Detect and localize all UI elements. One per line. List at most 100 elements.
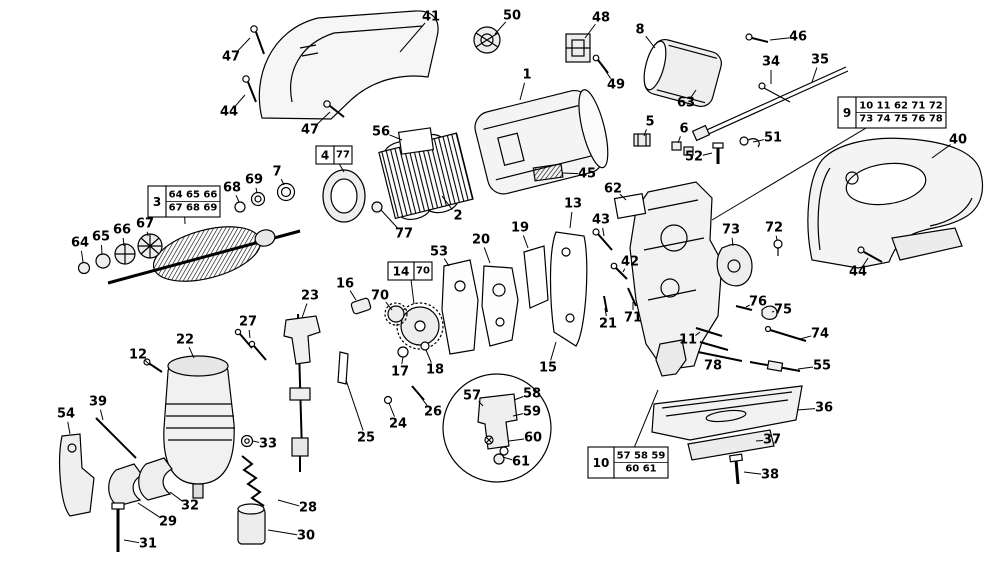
leader-line-29 (137, 502, 161, 519)
leader-line-1 (519, 82, 526, 101)
leader-line-68 (235, 194, 240, 203)
leader-line-56 (389, 134, 403, 141)
leader-line-63 (691, 89, 697, 97)
leader-line-12 (144, 359, 151, 366)
part-label-11: 11 (679, 333, 697, 348)
part-label-70: 70 (371, 289, 389, 304)
leader-line-61 (502, 456, 513, 461)
part-label-37: 37 (763, 433, 781, 448)
part-label-5: 5 (645, 115, 654, 130)
part-label-38: 38 (761, 468, 779, 483)
part-label-17: 17 (391, 365, 409, 380)
part-label-15: 15 (539, 361, 557, 376)
leader-line-27 (248, 329, 251, 339)
part-label-30: 30 (297, 529, 315, 544)
leader-line-77 (380, 209, 399, 229)
leader-line-53 (443, 258, 450, 267)
group-9-row-0: 10 11 62 71 72 (859, 101, 943, 112)
group-box-4: 4 77 (315, 145, 353, 173)
leader-line-44 (234, 94, 246, 107)
lower-housing-drawing (163, 355, 254, 499)
part-label-18: 18 (426, 363, 444, 378)
part-label-28: 28 (299, 501, 317, 516)
plunger-drawing (283, 313, 425, 472)
leader-line-70 (385, 301, 393, 311)
part-label-50: 50 (503, 9, 521, 24)
leader-line-50 (494, 21, 507, 35)
leader-line-74 (799, 335, 812, 340)
part-label-72: 72 (765, 221, 783, 236)
leader-line-5 (643, 129, 647, 137)
part-label-76: 76 (749, 295, 767, 310)
part-label-2: 2 (453, 209, 462, 224)
leader-line-54 (67, 421, 71, 435)
part-label-1: 1 (522, 68, 531, 83)
group-9-row-1: 73 74 75 76 78 (859, 114, 943, 125)
part-label-58: 58 (523, 387, 541, 402)
part-label-63: 63 (677, 96, 695, 111)
part-label-52: 52 (685, 150, 703, 165)
switch-drawing (473, 26, 501, 54)
leader-line-72 (775, 235, 778, 241)
part-label-53: 53 (430, 245, 448, 260)
part-label-33: 33 (259, 437, 277, 452)
part-label-48: 48 (592, 11, 610, 26)
leader-line-43 (602, 227, 605, 237)
leader-line-64 (80, 250, 84, 263)
part-label-36: 36 (815, 401, 833, 416)
leader-line-32 (169, 491, 183, 502)
leader-line-28 (277, 499, 300, 507)
leader-line-67 (146, 231, 149, 237)
leader-line-75 (771, 310, 775, 313)
plates-drawing (441, 228, 613, 355)
leader-line-69 (255, 187, 258, 194)
right-housing-drawing (807, 137, 984, 269)
leader-line-33 (252, 440, 260, 443)
part-label-41: 41 (422, 10, 440, 25)
part-label-16: 16 (336, 277, 354, 292)
leader-line-41 (399, 22, 426, 53)
part-label-32: 32 (181, 499, 199, 514)
part-label-55: 55 (813, 359, 831, 374)
part-label-54: 54 (57, 407, 75, 422)
leader-line-60 (508, 438, 525, 442)
group-id-9: 9 (843, 106, 851, 120)
part-label-69: 69 (245, 173, 263, 188)
part-label-77: 77 (395, 227, 413, 242)
group-box-9: 9 10 11 62 71 72 73 74 75 76 78 (711, 96, 947, 221)
leader-line-24 (388, 402, 395, 417)
leader-line-44 (862, 257, 869, 266)
group-leader-9 (711, 112, 893, 221)
part-label-35: 35 (811, 53, 829, 68)
part-label-75: 75 (774, 303, 792, 318)
leader-line-26 (419, 395, 428, 407)
part-label-65: 65 (92, 230, 110, 245)
leader-line-11 (695, 331, 701, 336)
part-label-26: 26 (424, 405, 442, 420)
leader-line-52 (702, 152, 713, 156)
part-label-34: 34 (762, 55, 780, 70)
barrel-sleeve-drawing (643, 38, 722, 108)
leader-line-38 (743, 471, 762, 475)
part-label-27: 27 (239, 315, 257, 330)
part-label-62: 62 (604, 182, 622, 197)
leader-line-65 (100, 244, 103, 256)
group-id-4: 4 (321, 149, 329, 163)
bearing-ring-drawing (322, 169, 383, 223)
part-label-66: 66 (113, 223, 131, 238)
leader-line-47 (237, 37, 251, 52)
small-parts-drawing (95, 127, 760, 459)
group-4-row-0: 77 (336, 150, 350, 161)
group-id-3: 3 (153, 195, 161, 209)
part-label-42: 42 (621, 255, 639, 270)
leader-line-7 (280, 178, 285, 186)
leader-line-39 (99, 409, 104, 421)
part-label-44: 44 (849, 265, 867, 280)
leader-line-21 (604, 307, 607, 317)
leader-line-31 (123, 539, 140, 544)
part-label-22: 22 (176, 333, 194, 348)
group-10-row-1: 60 61 (625, 464, 656, 475)
